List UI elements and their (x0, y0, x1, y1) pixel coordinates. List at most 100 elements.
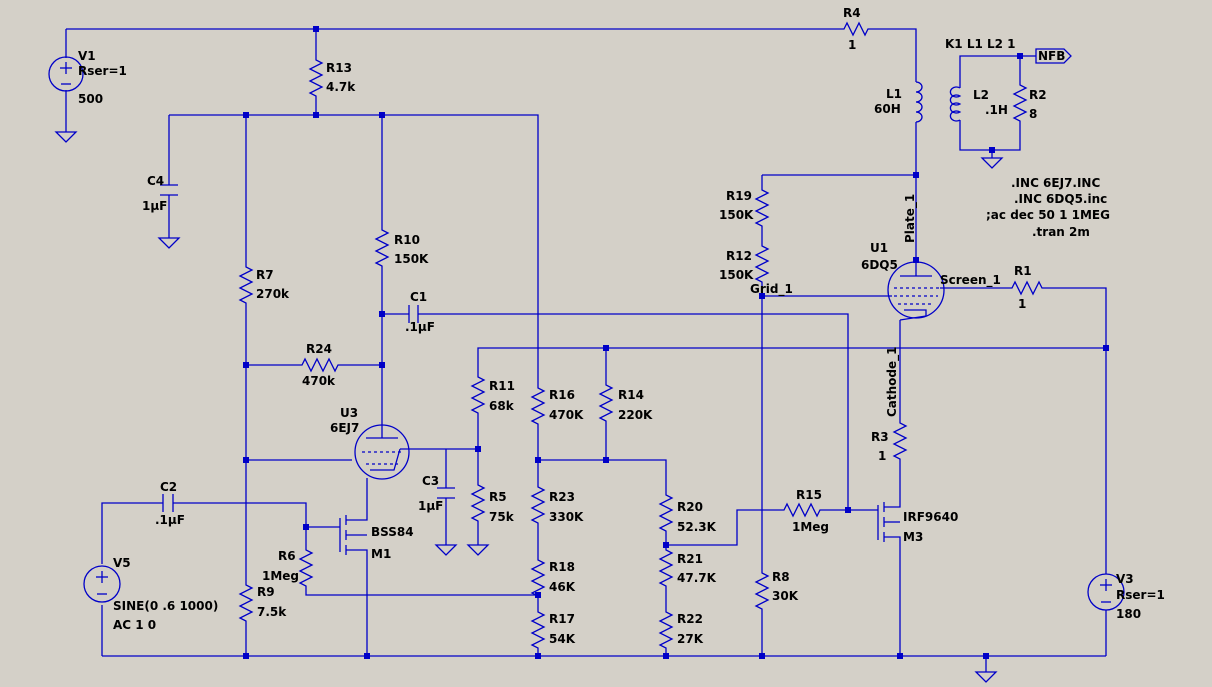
v1-param: Rser=1 (78, 64, 127, 78)
r6-label: R6 (278, 549, 296, 563)
l2-value: .1H (985, 103, 1008, 117)
l1-value: 60H (874, 102, 901, 116)
inc-6ej7-directive: .INC 6EJ7.INC (1011, 176, 1100, 190)
u3-label: U3 (340, 406, 358, 420)
r22-value: 27K (677, 632, 704, 646)
l1-label: L1 (886, 87, 902, 101)
r9-value: 7.5k (257, 605, 287, 619)
r10-label: R10 (394, 233, 420, 247)
r1-value: 1 (1018, 297, 1026, 311)
r4-value: 1 (848, 38, 856, 52)
r17-value: 54K (549, 632, 576, 646)
wires (65, 28, 1107, 672)
r19-value: 150K (719, 208, 754, 222)
r6-value: 1Meg (262, 569, 299, 583)
ac-directive: ;ac dec 50 1 1MEG (986, 208, 1110, 222)
r12-label: R12 (726, 249, 752, 263)
r11-value: 68k (489, 399, 515, 413)
r14-label: R14 (618, 388, 644, 402)
inductor-symbols (915, 81, 962, 123)
c2-value: .1µF (155, 513, 185, 527)
net-cathode-1: Cathode_1 (885, 346, 900, 417)
v3-label: V3 (1116, 572, 1134, 586)
m3-model: IRF9640 (903, 510, 958, 524)
r8-value: 30K (772, 589, 799, 603)
c3-label: C3 (422, 474, 439, 488)
r15-label: R15 (796, 488, 822, 502)
ground-symbols (54, 131, 1004, 683)
m3-label: M3 (903, 530, 923, 544)
net-grid-1: Grid_1 (750, 282, 793, 297)
m1-label: M1 (371, 547, 391, 561)
r1-label: R1 (1014, 264, 1032, 278)
r2-value: 8 (1029, 107, 1037, 121)
r8-label: R8 (772, 570, 790, 584)
r24-value: 470k (302, 374, 336, 388)
v5-label: V5 (113, 556, 131, 570)
l2-label: L2 (973, 88, 989, 102)
r20-label: R20 (677, 500, 703, 514)
r14-value: 220K (618, 408, 653, 422)
c4-value: 1µF (142, 199, 167, 213)
c2-label: C2 (160, 480, 177, 494)
r3-label: R3 (871, 430, 889, 444)
resistor-symbols (238, 21, 1044, 652)
r18-value: 46K (549, 580, 576, 594)
r13-value: 4.7k (326, 80, 356, 94)
c3-value: 1µF (418, 499, 443, 513)
r16-value: 470K (549, 408, 584, 422)
r19-label: R19 (726, 189, 752, 203)
c4-label: C4 (147, 174, 164, 188)
junction-dots (243, 26, 1109, 659)
nfb-port-flag (1035, 48, 1072, 64)
voltage-sources (48, 56, 1125, 611)
r24-label: R24 (306, 342, 332, 356)
v3-value: 180 (1116, 607, 1141, 621)
r23-label: R23 (549, 490, 575, 504)
r11-label: R11 (489, 379, 515, 393)
coupling-directive: K1 L1 L2 1 (945, 37, 1016, 51)
component-labels: V1 Rser=1 500 R13 4.7k R4 1 C4 1µF R7 27… (78, 6, 1165, 646)
r21-value: 47.7K (677, 571, 717, 585)
r5-value: 75k (489, 510, 515, 524)
r16-label: R16 (549, 388, 575, 402)
mosfet-symbols (339, 500, 901, 562)
capacitor-symbols (160, 184, 455, 512)
net-labels: Grid_1 Screen_1 Plate_1 Cathode_1 NFB (750, 49, 1065, 417)
r18-label: R18 (549, 560, 575, 574)
net-screen-1: Screen_1 (940, 273, 1001, 288)
u3-model: 6EJ7 (330, 421, 359, 435)
r22-label: R22 (677, 612, 703, 626)
m1-model: BSS84 (371, 525, 414, 539)
net-plate-1: Plate_1 (903, 194, 918, 243)
r17-label: R17 (549, 612, 575, 626)
r2-label: R2 (1029, 88, 1047, 102)
r20-value: 52.3K (677, 520, 717, 534)
tran-directive: .tran 2m (1032, 225, 1090, 239)
r9-label: R9 (257, 585, 275, 599)
r4-label: R4 (843, 6, 861, 20)
r10-value: 150K (394, 252, 429, 266)
r21-label: R21 (677, 552, 703, 566)
r7-value: 270k (256, 287, 290, 301)
r3-value: 1 (878, 449, 886, 463)
r5-label: R5 (489, 490, 507, 504)
v1-label: V1 (78, 49, 96, 63)
v5-ac: AC 1 0 (113, 618, 156, 632)
v5-source: SINE(0 .6 1000) (113, 599, 218, 613)
inc-6dq5-directive: .INC 6DQ5.inc (1014, 192, 1107, 206)
net-nfb: NFB (1038, 49, 1065, 63)
tube-symbols (354, 260, 945, 480)
r12-value: 150K (719, 268, 754, 282)
r23-value: 330K (549, 510, 584, 524)
r7-label: R7 (256, 268, 274, 282)
r15-value: 1Meg (792, 520, 829, 534)
c1-label: C1 (410, 290, 427, 304)
r13-label: R13 (326, 61, 352, 75)
v3-param: Rser=1 (1116, 588, 1165, 602)
u1-label: U1 (870, 241, 888, 255)
c1-value: .1µF (405, 320, 435, 334)
v1-value: 500 (78, 92, 103, 106)
